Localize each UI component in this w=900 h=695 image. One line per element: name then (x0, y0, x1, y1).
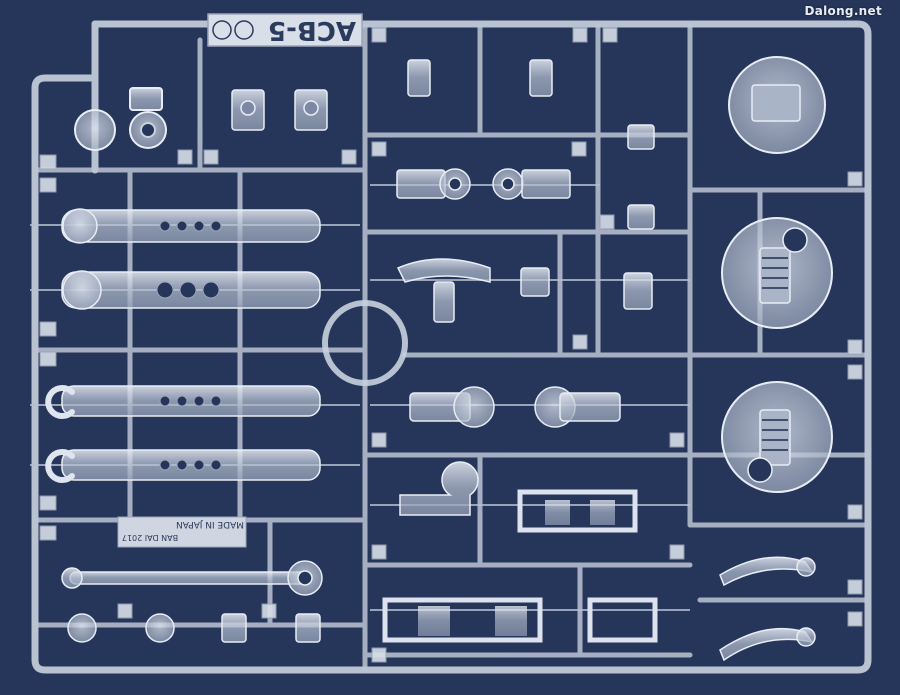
made-in-mark: MADE IN JAPAN (176, 519, 244, 529)
connecting-rod-part (61, 560, 323, 596)
center-ring (322, 300, 408, 386)
hook-ends (45, 385, 75, 483)
curved-blade-parts (719, 556, 816, 662)
frame-bracket-parts (382, 489, 658, 643)
arm-holes (156, 220, 222, 471)
maker-plate: MADE IN JAPAN BAN DAI 2017 (117, 516, 247, 548)
number-tabs (39, 27, 863, 663)
code-plate: ACB-5 (207, 13, 363, 47)
small-cap-parts (67, 613, 321, 643)
runner-code: ACB-5 (268, 15, 356, 45)
cylinder-parts (399, 386, 621, 516)
yoke-parts (396, 124, 655, 323)
bracket-parts (231, 59, 553, 131)
watermark: Dalong.net (804, 4, 882, 18)
round-cap-parts (74, 87, 167, 151)
copyright-mark: BAN DAI 2017 (122, 533, 178, 542)
disc-inner-details (747, 84, 808, 483)
gear-parts (396, 168, 571, 200)
